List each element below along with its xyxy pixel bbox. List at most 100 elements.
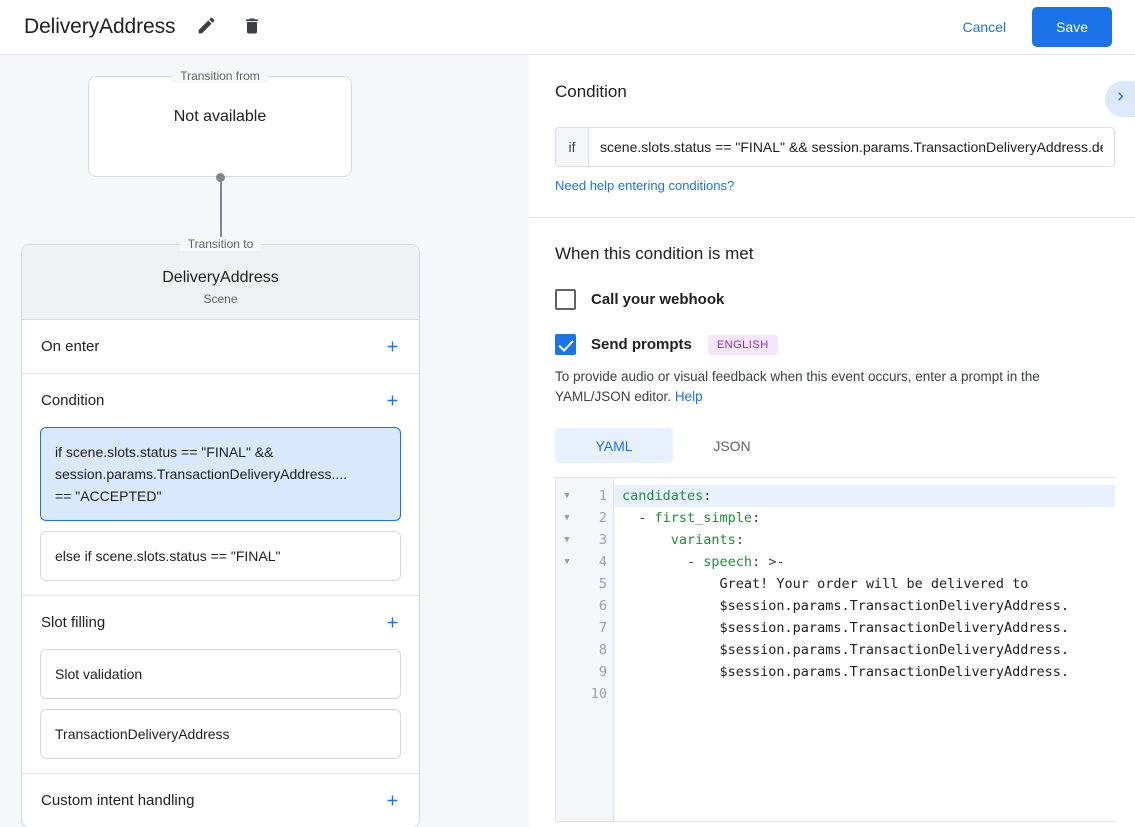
prompts-helper-text: To provide audio or visual feedback when… (555, 367, 1115, 407)
section-on-enter: On enter (22, 320, 419, 374)
app-header: DeliveryAddress Cancel Save (0, 0, 1135, 55)
slot-item-label: TransactionDeliveryAddress (55, 726, 230, 742)
scene-card-header[interactable]: DeliveryAddress Scene (22, 245, 419, 320)
tab-json[interactable]: JSON (713, 437, 751, 454)
fold-arrow-icon[interactable]: ▼ (564, 513, 570, 523)
code-line[interactable]: - speech: >- (614, 551, 1115, 573)
when-condition-met-section: When this condition is met Call your web… (529, 218, 1135, 822)
code-line[interactable]: Great! Your order will be delivered to (614, 573, 1115, 595)
fold-arrow-icon[interactable]: ▼ (564, 557, 570, 567)
trash-icon (242, 16, 262, 39)
call-webhook-label: Call your webhook (591, 291, 725, 308)
line-number: 1 (598, 488, 607, 504)
editor-format-tabs: YAML JSON (555, 428, 1115, 463)
code-line[interactable]: $session.params.TransactionDeliveryAddre… (614, 639, 1115, 661)
code-line[interactable]: $session.params.TransactionDeliveryAddre… (614, 617, 1115, 639)
code-token: variants (670, 532, 736, 548)
section-header-custom-intent[interactable]: Custom intent handling (22, 774, 419, 827)
scene-name: DeliveryAddress (162, 269, 279, 286)
prompts-help-link[interactable]: Help (674, 389, 703, 404)
call-webhook-checkbox[interactable] (555, 289, 576, 310)
code-line[interactable]: - first_simple: (614, 507, 1115, 529)
condition-input[interactable] (589, 128, 1114, 166)
cancel-button[interactable]: Cancel (950, 10, 1018, 44)
section-header-condition[interactable]: Condition (22, 374, 419, 427)
condition-line: == "ACCEPTED" (55, 488, 162, 504)
section-custom-intent-handling: Custom intent handling (22, 774, 419, 827)
expand-panel-button[interactable] (1105, 81, 1135, 117)
scene-graph-canvas: Transition from Not available Transition… (0, 55, 529, 827)
section-title-on-enter: On enter (41, 338, 100, 355)
send-prompts-row: Send prompts ENGLISH (555, 334, 1115, 355)
chevron-right-icon (1112, 88, 1129, 110)
connector-dot (216, 173, 225, 182)
add-condition-button[interactable] (377, 386, 407, 416)
list-item[interactable]: if scene.slots.status == "FINAL" && sess… (40, 427, 401, 521)
delete-button[interactable] (235, 10, 269, 44)
slot-filling-list: Slot validation TransactionDeliveryAddre… (22, 649, 419, 773)
transition-from-card[interactable]: Transition from Not available (88, 69, 352, 177)
code-token: - (622, 554, 704, 570)
code-token: : >- (752, 554, 785, 570)
condition-heading: Condition (555, 82, 627, 101)
page-title: DeliveryAddress (24, 15, 176, 38)
list-item[interactable]: else if scene.slots.status == "FINAL" (40, 531, 401, 581)
prompts-helper-sentence: To provide audio or visual feedback when… (555, 369, 1040, 404)
add-custom-intent-button[interactable] (377, 786, 407, 816)
when-met-heading: When this condition is met (555, 244, 754, 263)
code-token: $session.params.TransactionDeliveryAddre… (622, 620, 1070, 636)
line-number: 2 (598, 510, 607, 526)
fold-arrow-icon[interactable]: ▼ (564, 491, 570, 501)
detail-panel: Condition if Need help entering conditio… (529, 55, 1135, 827)
code-content[interactable]: candidates: - first_simple: variants: - … (614, 478, 1115, 821)
line-number: 8 (598, 642, 607, 658)
language-badge: ENGLISH (707, 334, 778, 355)
edit-name-button[interactable] (189, 10, 223, 44)
transition-from-legend: Transition from (172, 69, 268, 83)
transition-from-value: Not available (173, 108, 267, 125)
condition-input-row[interactable]: if (555, 127, 1115, 167)
line-number: 4 (598, 554, 607, 570)
code-token: : (703, 488, 712, 504)
line-number: 9 (598, 664, 607, 680)
line-number: 10 (590, 686, 607, 702)
code-line[interactable]: $session.params.TransactionDeliveryAddre… (614, 661, 1115, 683)
section-header-slot-filling[interactable]: Slot filling (22, 596, 419, 649)
if-label: if (556, 128, 589, 166)
code-line[interactable]: variants: (614, 529, 1115, 551)
fold-arrow-icon[interactable]: ▼ (564, 535, 570, 545)
code-token (622, 532, 671, 548)
section-slot-filling: Slot filling Slot validation Transaction… (22, 596, 419, 774)
tab-yaml[interactable]: YAML (555, 428, 673, 463)
code-line[interactable]: $session.params.TransactionDeliveryAddre… (614, 595, 1115, 617)
slot-item-label: Slot validation (55, 666, 143, 682)
send-prompts-label: Send prompts (591, 336, 692, 353)
fold-gutter: ▼ ▼ ▼ ▼ (556, 478, 578, 821)
transition-to-scene-card: Transition to DeliveryAddress Scene On e… (21, 237, 420, 827)
condition-line: if scene.slots.status == "FINAL" && (55, 444, 274, 460)
scene-type: Scene (203, 292, 238, 306)
condition-line: session.params.TransactionDeliveryAddres… (55, 466, 348, 482)
section-header-on-enter[interactable]: On enter (22, 320, 419, 373)
section-title-slot-filling: Slot filling (41, 614, 106, 631)
send-prompts-checkbox[interactable] (555, 334, 576, 355)
code-line[interactable]: candidates: (614, 485, 1115, 507)
save-button[interactable]: Save (1032, 7, 1112, 47)
code-token: $session.params.TransactionDeliveryAddre… (622, 598, 1070, 614)
code-token: $session.params.TransactionDeliveryAddre… (622, 642, 1070, 658)
list-item[interactable]: Slot validation (40, 649, 401, 699)
webhook-row: Call your webhook (555, 289, 1115, 310)
condition-help-link[interactable]: Need help entering conditions? (555, 178, 735, 193)
add-on-enter-button[interactable] (377, 332, 407, 362)
connector-line (220, 179, 222, 271)
section-title-condition: Condition (41, 392, 105, 409)
code-token: first_simple (654, 510, 753, 526)
code-token: : (752, 510, 761, 526)
code-line[interactable] (614, 683, 1115, 705)
code-token: - (622, 510, 655, 526)
section-title-custom-intent: Custom intent handling (41, 792, 195, 809)
add-slot-button[interactable] (377, 608, 407, 638)
code-token: : (735, 532, 744, 548)
list-item[interactable]: TransactionDeliveryAddress (40, 709, 401, 759)
